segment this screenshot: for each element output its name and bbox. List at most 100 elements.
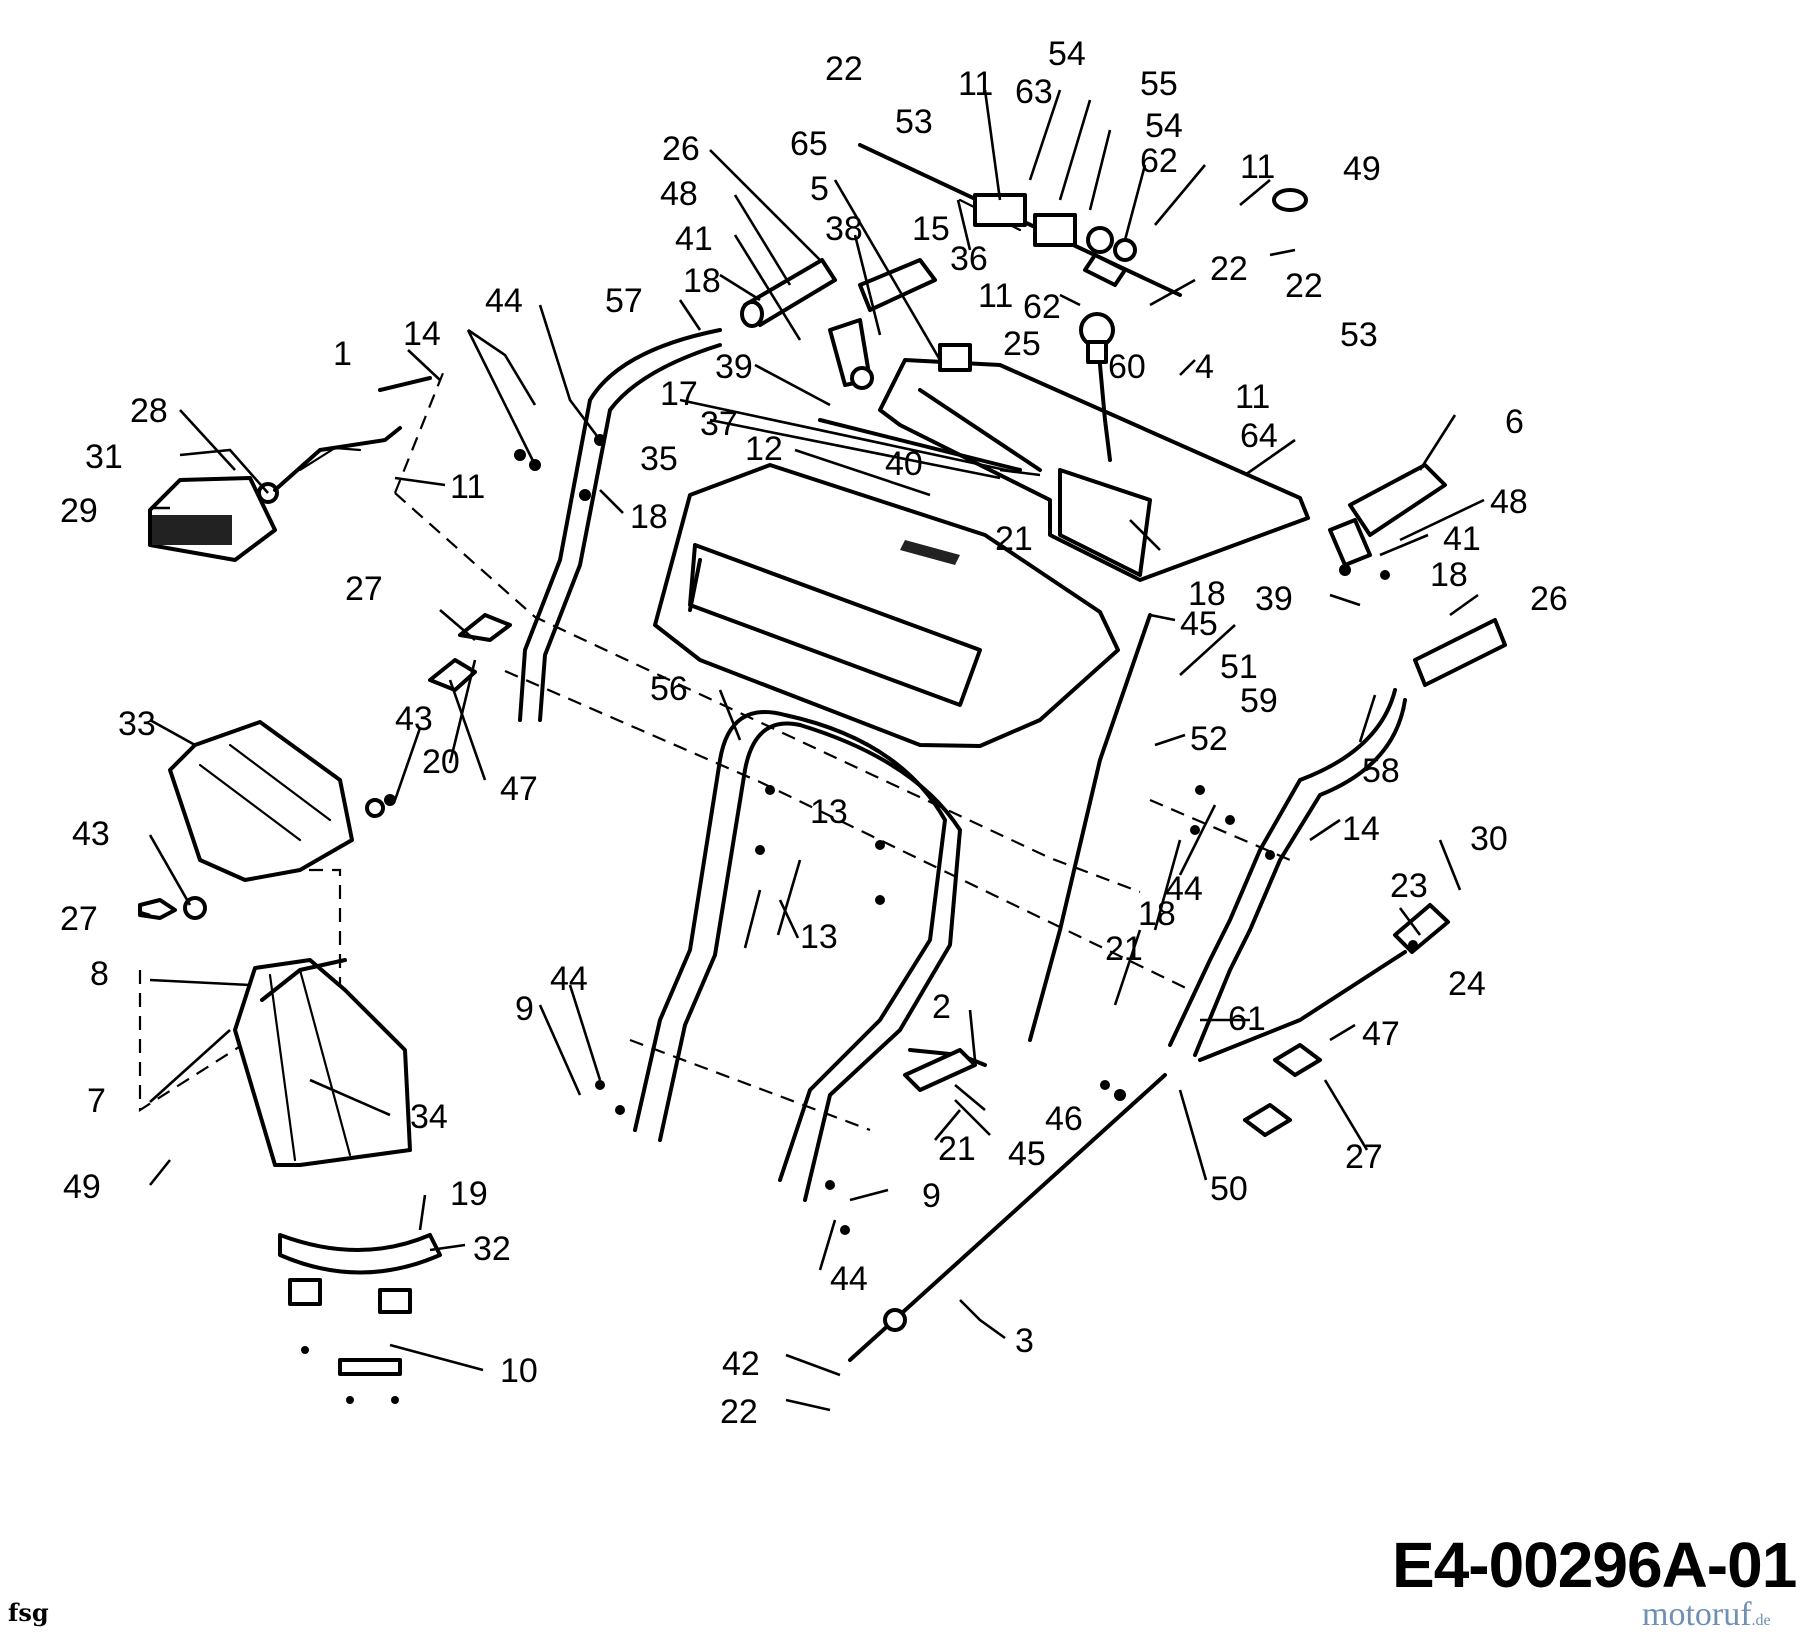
callout-64: 64 (1240, 417, 1278, 455)
callout-44a: 44 (485, 282, 523, 320)
callout-54a: 54 (1048, 35, 1086, 73)
callout-62a: 62 (1140, 142, 1178, 180)
hardware-fasteners (301, 434, 1418, 1404)
control-lever-bracket-left (828, 318, 874, 390)
callout-13a: 13 (810, 793, 848, 831)
callout-23: 23 (1390, 867, 1428, 905)
callout-18b: 18 (630, 498, 668, 536)
callout-27c: 27 (1345, 1138, 1383, 1176)
callout-36: 36 (950, 240, 988, 278)
callout-20: 20 (422, 743, 460, 781)
callout-44d: 44 (830, 1260, 868, 1298)
callout-47a: 47 (500, 770, 538, 808)
upper-handle-left (518, 328, 722, 722)
callout-48a: 48 (660, 175, 698, 213)
callout-22d: 22 (720, 1393, 758, 1431)
callout-52: 52 (1190, 720, 1228, 758)
light-wiring-harness (273, 426, 402, 492)
callout-11c: 11 (978, 277, 1013, 315)
callout-26b: 26 (1530, 580, 1568, 618)
callout-5: 5 (810, 170, 829, 208)
callout-9a: 9 (515, 990, 534, 1028)
watermark-logo: motoruf.de (1642, 1596, 1771, 1634)
callout-10: 10 (500, 1352, 538, 1390)
callout-58: 58 (1362, 752, 1400, 790)
control-cable (1028, 613, 1152, 1042)
watermark-name: motoruf (1642, 1596, 1752, 1633)
knob (1079, 312, 1115, 364)
cap (1272, 188, 1308, 212)
callout-44c: 44 (550, 960, 588, 998)
callout-15: 15 (912, 210, 950, 248)
callout-12: 12 (745, 430, 783, 468)
callout-11d: 11 (1235, 378, 1270, 416)
callout-22b: 22 (1210, 250, 1248, 288)
dash-panel (653, 463, 1120, 748)
callout-18c: 18 (1188, 575, 1226, 613)
drawing-number: E4-00296A-01 (1392, 1529, 1797, 1601)
upper-handle-right (1168, 688, 1407, 1057)
callout-37: 37 (700, 405, 738, 443)
callout-4: 4 (1195, 348, 1214, 386)
callout-3: 3 (1015, 1322, 1034, 1360)
callout-14a: 14 (403, 315, 441, 353)
callout-65: 65 (790, 125, 828, 163)
callout-11b: 11 (1240, 148, 1275, 186)
callout-43b: 43 (72, 815, 110, 853)
callout-35: 35 (640, 440, 678, 478)
callout-56: 56 (650, 670, 688, 708)
callout-61: 61 (1228, 1000, 1266, 1038)
callout-42: 42 (722, 1345, 760, 1383)
callout-43a: 43 (395, 700, 433, 738)
callout-11a: 11 (958, 65, 993, 103)
callout-21c: 21 (938, 1130, 976, 1168)
callout-40: 40 (885, 445, 923, 483)
callout-39b: 39 (1255, 580, 1293, 618)
callout-31: 31 (85, 438, 123, 476)
leader-lines (139, 89, 1485, 1412)
callout-21a: 21 (995, 520, 1033, 558)
callout-13b: 13 (800, 918, 838, 956)
callout-2: 2 (932, 988, 951, 1026)
callout-21b: 21 (1105, 930, 1143, 968)
drive-rod (903, 1048, 987, 1092)
callout-57: 57 (605, 282, 643, 320)
callout-54b: 54 (1145, 107, 1183, 145)
callout-9b: 9 (922, 1177, 941, 1215)
cable-spring (1198, 903, 1450, 1062)
shift-rod-linkage (973, 193, 1137, 287)
callout-53a: 53 (895, 103, 933, 141)
callout-51: 51 (1220, 648, 1258, 686)
callout-63: 63 (1015, 73, 1053, 111)
callout-29: 29 (60, 492, 98, 530)
callout-60: 60 (1108, 348, 1146, 386)
callout-18e: 18 (1138, 895, 1176, 933)
callout-41b: 41 (1443, 520, 1481, 558)
control-console (878, 343, 1310, 582)
drafter-initials: fsg (8, 1598, 49, 1627)
callout-62b: 62 (1023, 288, 1061, 326)
callout-28: 28 (130, 392, 168, 430)
discharge-chute (233, 958, 412, 1167)
callout-6: 6 (1505, 403, 1524, 441)
callout-39a: 39 (715, 348, 753, 386)
callout-50: 50 (1210, 1170, 1248, 1208)
lower-handle (633, 710, 962, 1202)
control-lever-right (1328, 463, 1447, 567)
chute-deflector (168, 720, 354, 882)
callout-1: 1 (333, 335, 352, 373)
callout-47b: 47 (1362, 1015, 1400, 1053)
callout-11e: 11 (450, 468, 485, 506)
knob-27-lower-right (1243, 1043, 1322, 1137)
shift-lever (1098, 363, 1112, 462)
callout-38: 38 (825, 210, 863, 248)
assembly-guide-lines (138, 367, 1291, 1132)
callout-labels: 1 2 3 4 5 6 7 8 9 9 10 11 11 11 11 11 12… (60, 35, 1568, 1431)
callout-45a: 45 (1180, 605, 1218, 643)
callout-41a: 41 (675, 220, 713, 258)
callout-24: 24 (1448, 965, 1486, 1003)
chute-ring (278, 1233, 442, 1376)
callout-49b: 49 (63, 1168, 101, 1206)
chute-crank-rod (848, 1073, 1167, 1362)
